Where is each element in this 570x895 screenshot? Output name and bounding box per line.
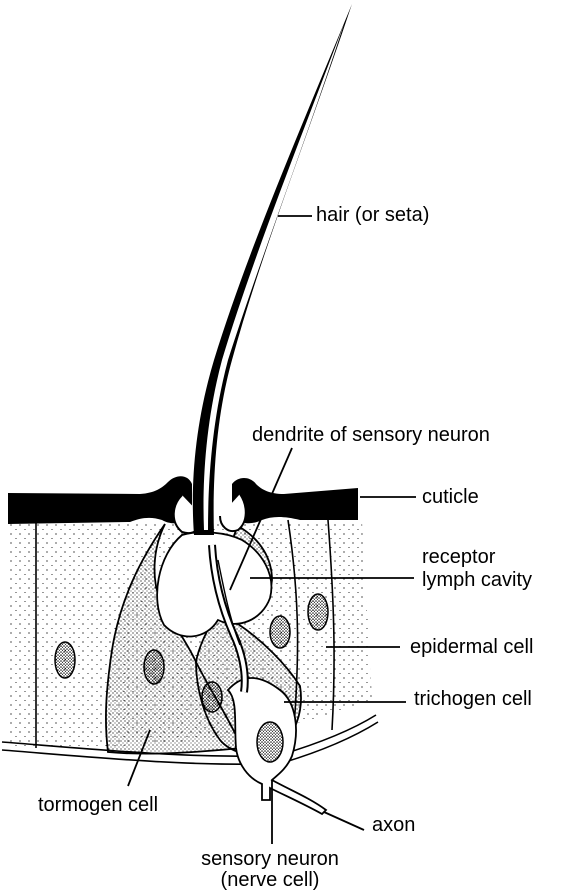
- leader-line-dendrite: [229, 447, 293, 591]
- label-sensory-line2: (nerve cell): [220, 869, 320, 891]
- epidermal-cell-boundary: [327, 519, 335, 731]
- label-receptor-line2: lymph cavity: [422, 569, 533, 591]
- nucleus: [307, 593, 329, 631]
- cuticle-layer: [232, 478, 358, 524]
- hair-socket: [219, 493, 247, 532]
- label-dendrite: dendrite of sensory neuron: [252, 424, 490, 446]
- label-epidermal: epidermal cell: [410, 636, 534, 658]
- label-axon: axon: [372, 814, 416, 836]
- label-tormogen: tormogen cell: [38, 794, 159, 816]
- nucleus: [256, 721, 284, 763]
- hair-lumen: [203, 24, 344, 530]
- nucleus: [269, 615, 291, 649]
- leader-line-tormogen: [127, 729, 151, 787]
- nucleus: [201, 681, 223, 713]
- label-sensory-line1: sensory neuron: [201, 848, 339, 870]
- label-cuticle: cuticle: [422, 486, 479, 508]
- label-hair: hair (or seta): [316, 204, 430, 226]
- label-receptor-line1: receptor: [422, 546, 496, 568]
- cuticle-layer: [8, 476, 192, 524]
- dendrite-core: [210, 544, 247, 693]
- dendrite-strand: [217, 559, 241, 646]
- nucleus: [143, 649, 165, 685]
- label-trichogen: trichogen cell: [414, 688, 532, 710]
- hair-shaft: [192, 4, 352, 535]
- nucleus: [54, 641, 76, 679]
- leader-line-axon: [323, 811, 365, 831]
